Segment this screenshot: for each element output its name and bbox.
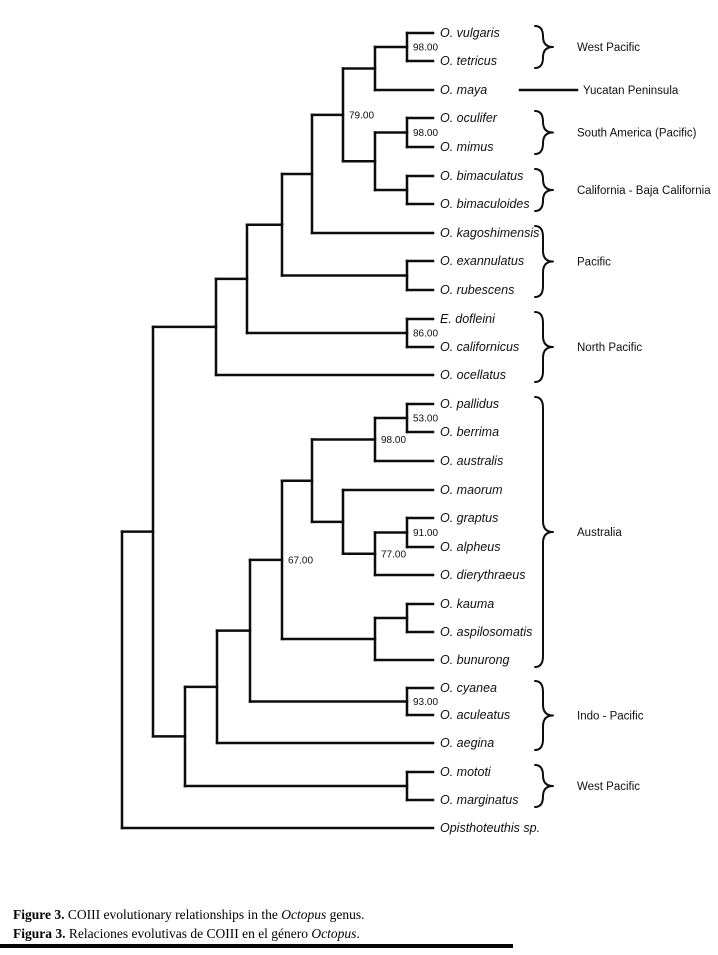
group-brace bbox=[534, 168, 554, 212]
taxon-label: O. mototi bbox=[440, 765, 492, 779]
support-value: 93.00 bbox=[413, 697, 438, 708]
group-brace bbox=[534, 680, 554, 751]
group-brace bbox=[534, 764, 554, 808]
support-value: 67.00 bbox=[288, 555, 313, 566]
region-label: Australia bbox=[577, 527, 622, 539]
caption-english-genus: Octopus bbox=[281, 907, 327, 922]
region-label: West Pacific bbox=[577, 42, 640, 54]
taxon-label: O. vulgaris bbox=[440, 26, 500, 40]
taxon-label: O. ocellatus bbox=[440, 368, 506, 382]
scan-edge-artifact bbox=[0, 944, 513, 948]
caption-english-text: COIII evolutionary relationships in the bbox=[64, 907, 282, 922]
taxon-label: O. aspilosomatis bbox=[440, 625, 532, 639]
taxon-label: O. bimaculatus bbox=[440, 169, 523, 183]
caption-english: Figure 3. COIII evolutionary relationshi… bbox=[13, 905, 703, 924]
caption-spanish-genus: Octopus bbox=[311, 926, 357, 941]
taxon-label: O. pallidus bbox=[440, 397, 499, 411]
figure-caption: Figure 3. COIII evolutionary relationshi… bbox=[13, 905, 703, 943]
group-brace bbox=[534, 311, 554, 383]
taxon-label: O. bunurong bbox=[440, 653, 510, 667]
taxon-label: O. cyanea bbox=[440, 681, 497, 695]
caption-english-end: genus. bbox=[326, 907, 365, 922]
support-value: 77.00 bbox=[381, 549, 406, 560]
taxon-label: O. aculeatus bbox=[440, 708, 510, 722]
taxon-label: O. californicus bbox=[440, 340, 519, 354]
region-label: South America (Pacific) bbox=[577, 128, 697, 140]
region-label: West Pacific bbox=[577, 781, 640, 793]
taxon-label: O. oculifer bbox=[440, 111, 498, 125]
taxon-label: O. mimus bbox=[440, 140, 493, 154]
taxon-label: O. australis bbox=[440, 454, 503, 468]
group-brace bbox=[534, 225, 554, 298]
caption-spanish-end: . bbox=[356, 926, 360, 941]
taxon-label: O. marginatus bbox=[440, 793, 519, 807]
region-label: Pacific bbox=[577, 257, 611, 269]
taxon-label: O. aegina bbox=[440, 736, 494, 750]
support-value: 91.00 bbox=[413, 528, 438, 539]
taxon-label: O. kagoshimensis bbox=[440, 226, 539, 240]
taxon-label: E. dofleini bbox=[440, 312, 496, 326]
region-label: North Pacific bbox=[577, 342, 642, 354]
taxon-label: O. exannulatus bbox=[440, 254, 524, 268]
taxon-label: O. alpheus bbox=[440, 540, 500, 554]
taxon-label: O. tetricus bbox=[440, 54, 497, 68]
caption-spanish: Figura 3. Relaciones evolutivas de COIII… bbox=[13, 924, 703, 943]
caption-spanish-text: Relaciones evolutivas de COIII en el gén… bbox=[65, 926, 312, 941]
taxon-label: O. rubescens bbox=[440, 283, 514, 297]
region-label: Yucatan Peninsula bbox=[583, 85, 679, 97]
group-brace bbox=[534, 25, 554, 69]
caption-spanish-label: Figura 3. bbox=[13, 926, 66, 941]
support-value: 98.00 bbox=[413, 128, 438, 139]
group-brace bbox=[534, 396, 554, 668]
taxon-label: O. graptus bbox=[440, 511, 498, 525]
taxon-label: O. berrima bbox=[440, 425, 499, 439]
support-value: 86.00 bbox=[413, 329, 438, 340]
support-value: 98.00 bbox=[413, 43, 438, 54]
taxon-label: O. kauma bbox=[440, 597, 494, 611]
taxon-label: O. dierythraeus bbox=[440, 568, 525, 582]
support-value: 53.00 bbox=[413, 414, 438, 425]
support-value: 98.00 bbox=[381, 435, 406, 446]
taxon-label: O. bimaculoides bbox=[440, 197, 530, 211]
group-brace bbox=[534, 110, 554, 155]
taxon-label: O. maorum bbox=[440, 483, 503, 497]
taxon-label: O. maya bbox=[440, 83, 487, 97]
support-value: 79.00 bbox=[349, 110, 374, 121]
caption-english-label: Figure 3. bbox=[13, 907, 65, 922]
taxon-label: Opisthoteuthis sp. bbox=[440, 821, 540, 835]
region-label: Indo - Pacific bbox=[577, 711, 644, 723]
region-label: California - Baja California bbox=[577, 185, 711, 197]
